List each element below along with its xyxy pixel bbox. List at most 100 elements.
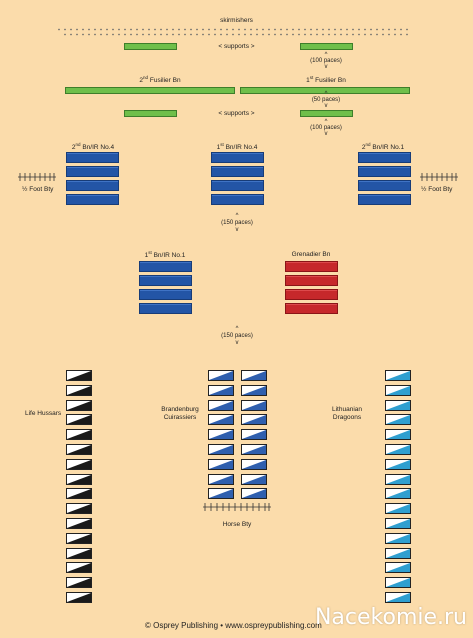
dragoons-label: Dragoons	[332, 414, 362, 421]
bn-ir1-2-sup: nd	[365, 142, 371, 147]
support-left-top	[124, 43, 177, 50]
cuirassiers-label: Cuirassiers	[163, 414, 197, 421]
skirmisher-line	[56, 28, 412, 31]
cuirassier-squadron	[241, 444, 267, 455]
hussar-squadron	[66, 592, 92, 603]
grenadier-rank-3	[285, 289, 338, 300]
fusilier-2-text: Fusilier Bn	[148, 77, 181, 85]
hussar-squadron	[66, 577, 92, 589]
support-right-top	[300, 43, 353, 50]
bn-ir4-2-num: 2	[71, 144, 76, 152]
bn-ir1-2-text: Bn/IR No.1	[370, 144, 405, 152]
bn-ir4-1-label: 1st Bn/IR No.4	[202, 142, 272, 152]
dragoon-squadron	[385, 547, 411, 559]
watermark: Nacekomie.ru	[314, 605, 467, 630]
bn-ir1-2-rank-4	[358, 194, 411, 205]
arrow-down-4: v	[235, 227, 239, 233]
hussar-squadron	[66, 429, 92, 441]
hussar-squadron	[66, 488, 92, 500]
fusilier-1-num: 1	[306, 77, 310, 85]
dragoon-squadron	[385, 577, 411, 589]
dragoon-squadron	[385, 458, 411, 470]
bn-ir4-2-rank-4	[66, 194, 119, 205]
dragoon-squadron	[385, 414, 411, 426]
dragoon-squadron	[385, 503, 411, 515]
hussar-squadron	[66, 547, 92, 559]
hussar-squadron	[66, 458, 92, 470]
hussar-squadron	[66, 370, 92, 381]
cuirassier-squadron	[208, 488, 234, 500]
dragoon-squadron	[385, 444, 411, 455]
distance-150-bot: (150 paces)	[221, 333, 253, 339]
arrow-up-5: ^	[235, 326, 239, 332]
foot-battery-left-label: ½ Foot Bty	[22, 186, 54, 193]
cuirassier-squadron	[241, 370, 267, 381]
dragoon-squadron	[385, 384, 411, 396]
fusilier-1-sup: st	[309, 75, 314, 80]
bn-ir1-2-num: 2	[361, 144, 366, 152]
cuirassier-squadron	[241, 473, 267, 485]
bn-ir1-2-rank-3	[358, 180, 411, 191]
bn-ir4-1-num: 1	[216, 144, 221, 152]
copyright-footer: © Osprey Publishing • www.ospreypublishi…	[145, 621, 322, 630]
distance-50: (50 paces)	[311, 97, 341, 103]
grenadier-label: Grenadier Bn	[291, 251, 331, 258]
bn-ir1-1-label: 1st Bn/IR No.1	[130, 250, 200, 259]
support-left-mid	[124, 110, 177, 117]
horse-battery-label: Horse Bty	[222, 521, 252, 528]
supports-label-top: < supports >	[218, 43, 255, 50]
fusilier-2-label: 2nd Fusilier Bn	[120, 75, 200, 85]
horse-battery-icon	[203, 503, 271, 511]
arrow-up-2: ^	[324, 91, 328, 97]
supports-label-mid: < supports >	[218, 110, 255, 117]
bn-ir4-1-sup: st	[220, 142, 224, 147]
bn-ir4-1-rank-3	[211, 180, 264, 191]
arrow-up-3: ^	[324, 119, 328, 125]
bn-ir4-2-sup: nd	[75, 142, 81, 147]
bn-ir1-1-rank-3	[139, 289, 192, 300]
bn-ir1-1-rank-4	[139, 303, 192, 314]
dragoon-squadron	[385, 370, 411, 381]
fusilier-2-line	[65, 87, 235, 94]
dragoon-squadron	[385, 399, 411, 411]
hussar-squadron	[66, 532, 92, 544]
lithuanian-label: Lithuanian	[332, 406, 362, 413]
fusilier-2-num: 2	[139, 77, 144, 85]
hussar-squadron	[66, 384, 92, 396]
bn-ir4-1-rank-1	[211, 152, 264, 163]
hussar-squadron	[66, 562, 92, 574]
dragoon-squadron	[385, 473, 411, 485]
dragoon-squadron	[385, 429, 411, 441]
cuirassier-squadron	[241, 414, 267, 426]
hussar-squadron	[66, 518, 92, 529]
fusilier-2-sup: nd	[143, 75, 149, 80]
dragoon-squadron	[385, 592, 411, 603]
cuirassier-squadron	[208, 458, 234, 470]
grenadier-rank-1	[285, 261, 338, 272]
bn-ir1-1-rank-1	[139, 261, 192, 272]
cuirassier-squadron	[208, 473, 234, 485]
dragoon-squadron	[385, 518, 411, 529]
cuirassier-squadron	[208, 414, 234, 426]
cuirassier-squadron	[241, 458, 267, 470]
bn-ir4-2-rank-1	[66, 152, 119, 163]
skirmishers-label: skirmishers	[220, 17, 253, 24]
foot-battery-right-label: ½ Foot Bty	[421, 186, 453, 193]
dragoon-squadron	[385, 532, 411, 544]
arrow-up-4: ^	[235, 213, 239, 219]
cuirassier-squadron	[241, 429, 267, 441]
arrow-up-1: ^	[324, 52, 328, 58]
bn-ir4-1-rank-4	[211, 194, 264, 205]
grenadier-rank-4	[285, 303, 338, 314]
hussar-squadron	[66, 414, 92, 426]
foot-battery-left-icon	[18, 173, 56, 181]
cuirassier-squadron	[208, 399, 234, 411]
arrow-down-2: v	[324, 103, 328, 109]
cuirassier-squadron	[241, 384, 267, 396]
arrow-down-5: v	[235, 340, 239, 346]
foot-battery-right-icon	[420, 173, 458, 181]
support-right-mid	[300, 110, 353, 117]
bn-ir1-1-rank-2	[139, 275, 192, 286]
fusilier-1-line	[240, 87, 410, 94]
cuirassier-squadron	[208, 444, 234, 455]
